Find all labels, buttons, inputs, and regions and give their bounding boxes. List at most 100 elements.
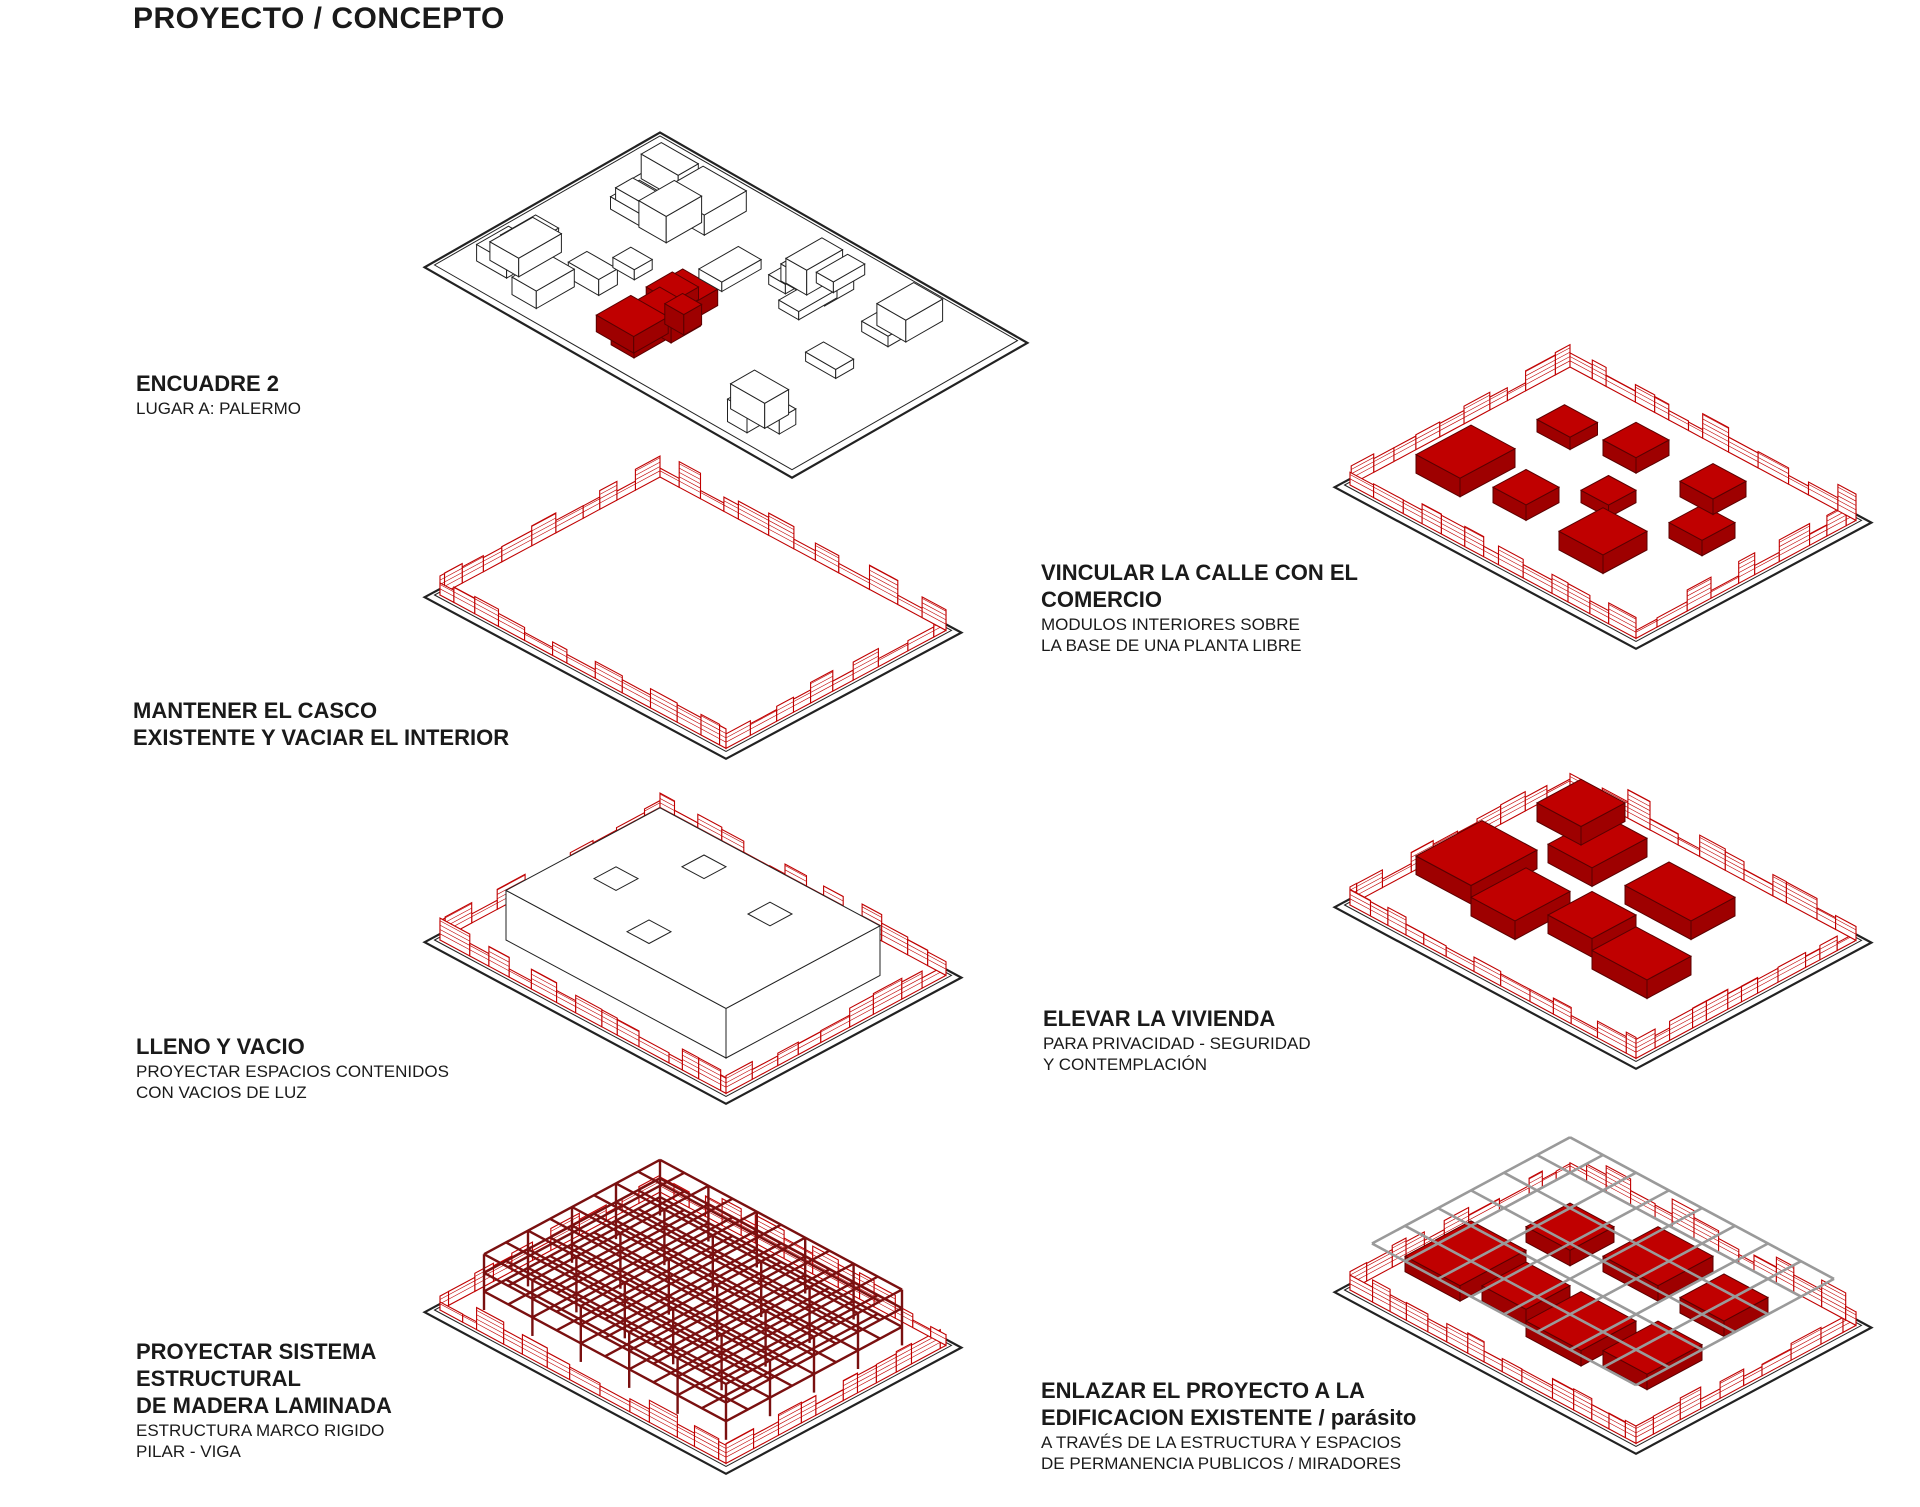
facade-floor-line <box>1627 807 1651 820</box>
facade-floor-line <box>859 1288 875 1297</box>
facade-floor-line <box>907 948 928 960</box>
facade-floor-line <box>801 1400 817 1409</box>
facade-floor-line <box>1463 394 1490 410</box>
facade-floor-line <box>1741 978 1758 988</box>
step-label-mantener: MANTENER EL CASCO EXISTENTE Y VACIAR EL … <box>133 697 509 751</box>
step-heading: MANTENER EL CASCO EXISTENTE Y VACIAR EL … <box>133 698 510 750</box>
facade-floor-line <box>812 1267 839 1282</box>
facade-floor-line <box>718 1444 727 1449</box>
facade-floor-line <box>700 724 720 735</box>
facade-floor-line <box>1719 1370 1744 1384</box>
facade-floor-line <box>1718 1245 1739 1257</box>
facade-floor-line <box>1406 1305 1429 1318</box>
facade-floor-line <box>694 1435 719 1450</box>
facade-floor-line <box>488 946 510 959</box>
facade-floor-line <box>896 1357 912 1367</box>
facade-floor-line <box>1605 379 1636 397</box>
facade-floor-line <box>1761 1349 1792 1366</box>
facade-floor-line <box>488 959 510 972</box>
facade-segment <box>1845 1305 1857 1327</box>
facade-floor-line <box>769 865 786 875</box>
facade-floor-line <box>784 865 807 878</box>
facade-floor-line <box>1779 534 1810 552</box>
facade-floor-line <box>1635 620 1658 633</box>
facade-floor-line <box>1523 571 1553 588</box>
facade-floor-line <box>1592 368 1607 377</box>
facade-floor-line <box>1415 430 1440 444</box>
facade-floor-line <box>575 1006 603 1021</box>
facade-floor-line <box>674 814 698 828</box>
facade-floor-line <box>1805 948 1821 958</box>
facade-floor-line <box>1625 1426 1637 1434</box>
facade-floor-line <box>555 511 584 527</box>
facade-floor-line <box>474 602 499 617</box>
facade-floor-line <box>501 539 532 556</box>
facade-floor-line <box>1423 938 1447 951</box>
facade-floor-line <box>444 567 463 578</box>
facade-floor-line <box>1483 1351 1503 1362</box>
facade-floor-line <box>753 1424 779 1439</box>
facade-floor-line <box>1507 384 1526 395</box>
facade-floor-line <box>616 815 645 831</box>
facade-floor-line <box>801 1404 817 1413</box>
facade-floor-line <box>1790 1329 1822 1346</box>
facade-floor-line <box>649 1402 678 1419</box>
facade-floor-line <box>1467 1342 1485 1352</box>
facade-floor-line <box>1372 1295 1391 1306</box>
facade-floor-line <box>498 619 525 635</box>
facade-floor-line <box>1687 587 1712 601</box>
facade-floor-line <box>1699 841 1726 856</box>
facade-floor-line <box>1555 360 1571 369</box>
facade-floor-line <box>1483 550 1499 559</box>
context-block <box>815 253 866 283</box>
facade-floor-line <box>1654 1206 1673 1217</box>
facade-floor-line <box>1702 418 1729 434</box>
facade-floor-line <box>1608 1422 1626 1432</box>
facade-floor-line <box>635 457 661 472</box>
facade-floor-line <box>1529 995 1554 1009</box>
facade-floor-line <box>1630 1193 1656 1208</box>
facade-floor-line <box>878 644 909 661</box>
facade-floor-line <box>1597 1031 1627 1048</box>
facade-floor-line <box>778 1416 802 1430</box>
facade-floor-line <box>1605 375 1636 392</box>
facade-floor-line <box>907 944 928 956</box>
facade-floor-line <box>1635 1033 1656 1044</box>
facade-floor-line <box>1653 1413 1681 1429</box>
facade-floor-line <box>820 1016 850 1033</box>
facade-floor-line <box>1680 1397 1701 1410</box>
facade-floor-line <box>1349 474 1374 488</box>
facade-floor-line <box>1772 889 1787 898</box>
facade-floor-line <box>1567 591 1591 604</box>
facade-segment <box>1552 997 1572 1025</box>
facade-floor-line <box>617 1028 640 1041</box>
facade-floor-line <box>1728 441 1759 458</box>
facade-floor-line <box>719 725 727 730</box>
facade-floor-line <box>1373 450 1395 463</box>
facade-floor-line <box>881 925 908 941</box>
facade-floor-line <box>1772 885 1787 893</box>
facade-floor-line <box>1405 924 1424 935</box>
context-block <box>640 142 700 176</box>
facade-floor-line <box>1845 1313 1857 1320</box>
facade-floor-line <box>1821 1300 1846 1314</box>
facade-floor-line <box>725 728 751 743</box>
facade-floor-line <box>718 1448 727 1454</box>
facade-floor-line <box>444 572 463 583</box>
facade-floor-line <box>1573 1394 1592 1406</box>
facade-floor-line <box>1793 1276 1822 1293</box>
facade-floor-line <box>469 949 490 961</box>
facade-floor-line <box>575 1001 603 1017</box>
facade-floor-line <box>635 466 661 480</box>
light-void <box>592 866 640 891</box>
facade-floor-line <box>1439 417 1465 431</box>
facade-floor-line <box>721 835 744 848</box>
facade-floor-line <box>1627 802 1651 816</box>
facade-floor-line <box>719 734 727 739</box>
facade-floor-line <box>907 939 928 951</box>
facade-floor-line <box>697 827 722 841</box>
facade-floor-line <box>1387 914 1407 925</box>
facade-floor-line <box>1699 837 1726 852</box>
facade-floor-line <box>476 1318 504 1334</box>
facade-floor-line <box>1406 1313 1429 1326</box>
